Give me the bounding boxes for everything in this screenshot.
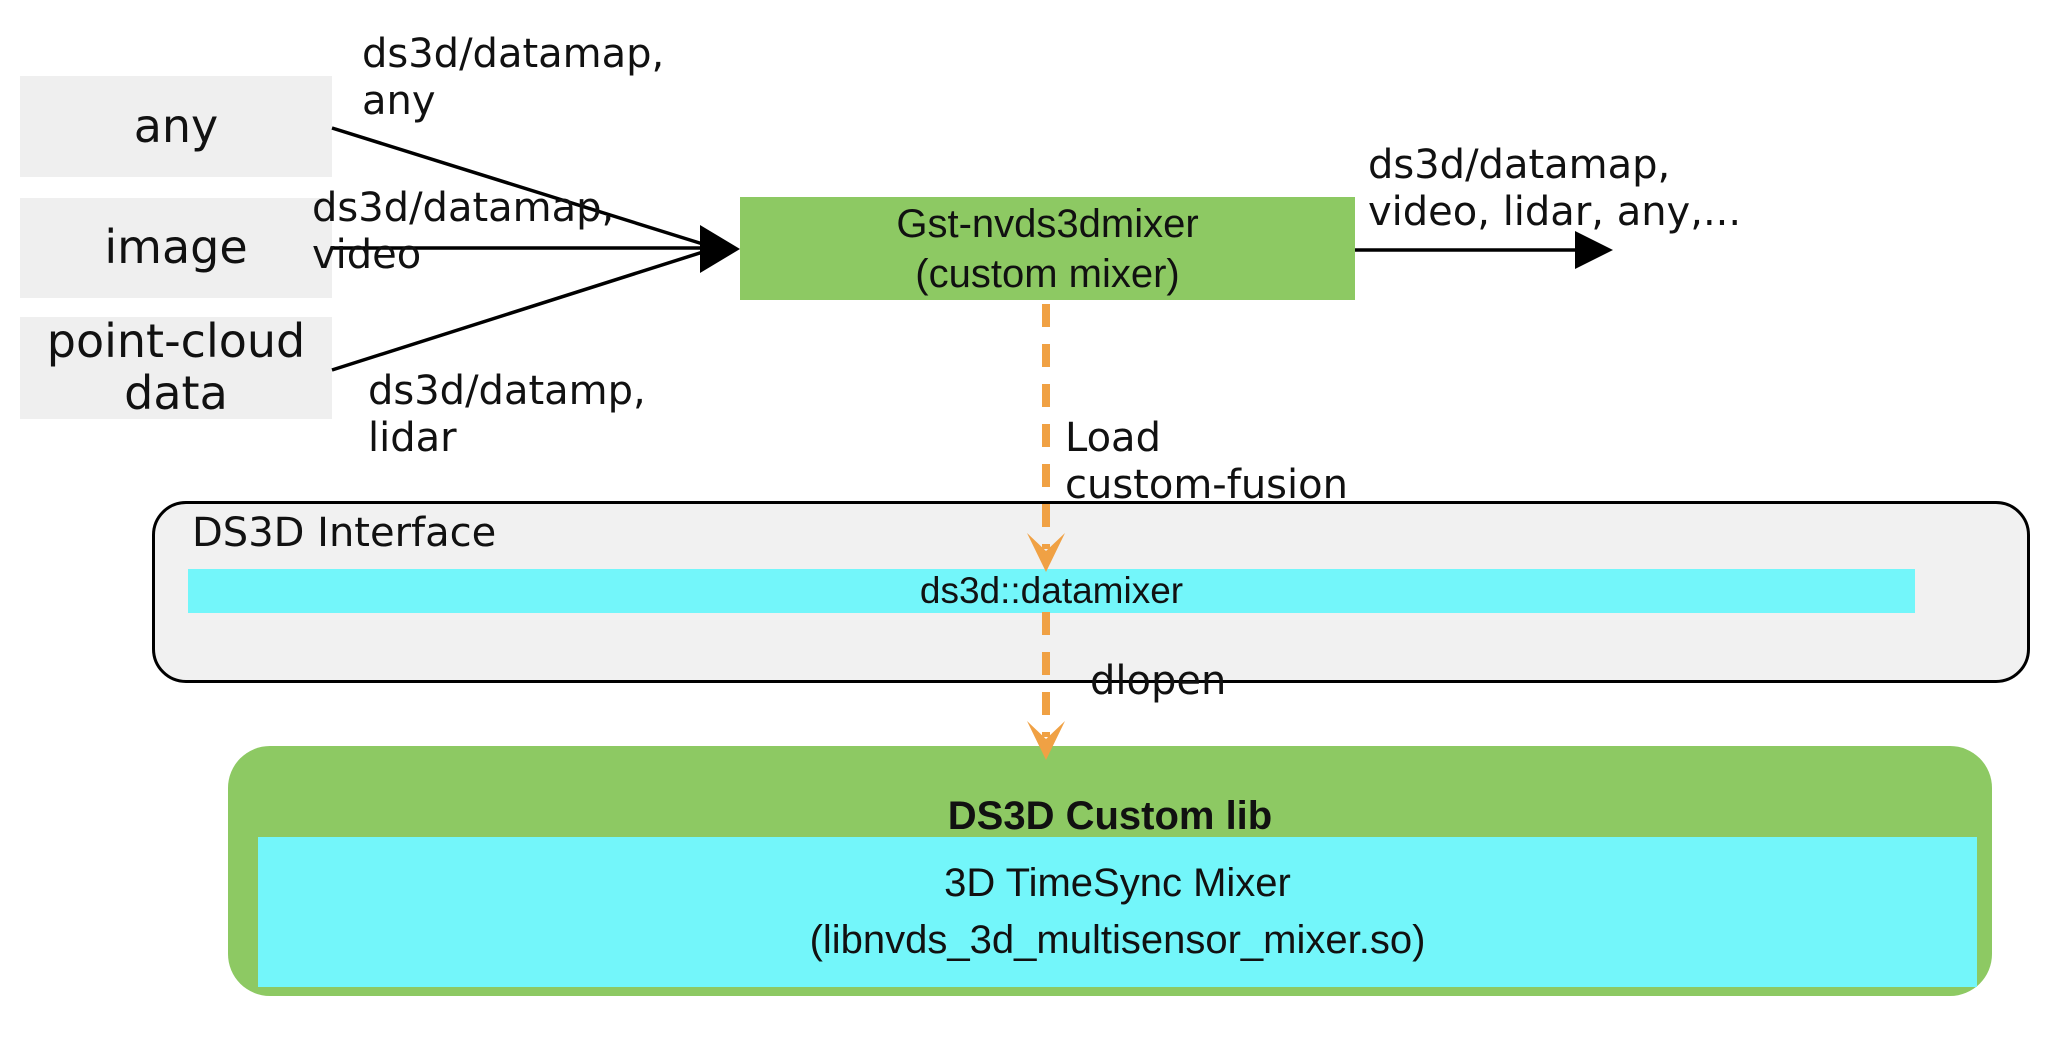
datamixer-interface-bar: ds3d::datamixer [188,569,1915,613]
output-arrowhead-icon [1575,231,1613,269]
gst-nvds3dmixer-title: Gst-nvds3dmixer [896,201,1199,246]
caps-label-video: ds3d/datamap, video [312,185,615,278]
source-box-any: any [20,76,332,177]
source-box-image: image [20,198,332,298]
source-box-pointcloud: point-cloud data [20,314,332,420]
caps-label-lidar: ds3d/datamp, lidar [368,368,646,461]
gst-nvds3dmixer-box: Gst-nvds3dmixer (custom mixer) [740,197,1355,300]
datamixer-interface-label: ds3d::datamixer [919,570,1184,611]
timesync-mixer-label: 3D TimeSync Mixer (libnvds_3d_multisenso… [809,861,1426,962]
ds3d-interface-title: DS3D Interface [192,510,497,556]
dlopen-label: dlopen [1090,658,1227,704]
output-caps-label: ds3d/datamap, video, lidar, any,... [1368,142,1742,235]
load-custom-fusion-label: Load custom-fusion [1065,415,1348,508]
source-box-any-label: any [133,98,219,153]
gst-nvds3dmixer-subtitle: (custom mixer) [915,251,1180,296]
caps-label-any: ds3d/datamap, any [362,31,665,124]
ds3d-custom-lib-title: DS3D Custom lib [947,794,1273,838]
source-box-image-label: image [104,220,248,275]
timesync-mixer-box: 3D TimeSync Mixer (libnvds_3d_multisenso… [258,837,1977,987]
source-box-pointcloud-label: point-cloud data [46,314,306,420]
input-arrowhead-icon [700,225,740,273]
